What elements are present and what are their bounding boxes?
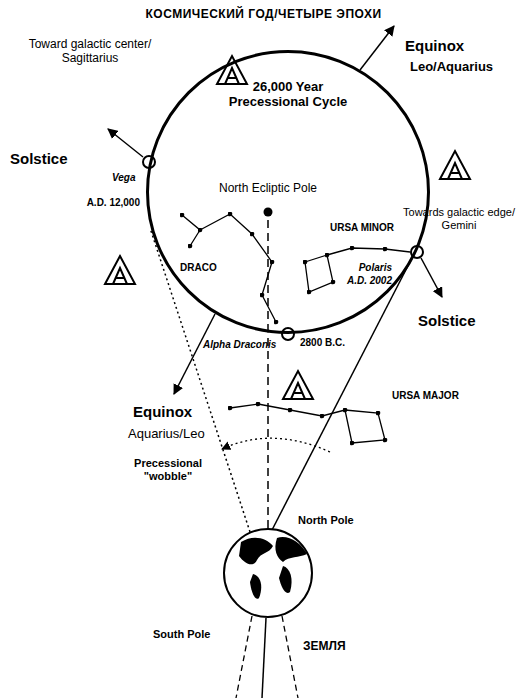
pyramid-icon <box>105 256 135 284</box>
direction-label: Toward galactic center/ Sagittarius <box>15 38 165 66</box>
star-name: Vega <box>112 172 136 184</box>
date-label: A.D. 2002 <box>330 275 392 287</box>
earth-globe: North PoleSouth PoleЗЕМЛЯ <box>223 528 313 618</box>
pyramid-icon <box>283 371 313 399</box>
cone-line <box>236 616 252 698</box>
ursa-major-constellation <box>230 404 345 416</box>
pyramid-icon <box>440 151 470 179</box>
solstice-label: Solstice <box>10 150 68 167</box>
pyramid-icon <box>105 256 135 284</box>
direction-label: Towards galactic edge/ Gemini <box>396 206 522 231</box>
cone-line <box>150 228 250 532</box>
ursa-minor-constellation <box>305 255 333 292</box>
pyramid-icon <box>283 371 313 399</box>
continent-shape <box>239 538 273 565</box>
continent-shape <box>250 574 261 599</box>
equinox-arrow <box>360 26 394 70</box>
star-name: Polaris <box>330 262 392 274</box>
globe-fill <box>224 529 312 617</box>
age-label: Leo/Aquarius <box>410 60 493 75</box>
pyramid-icon <box>440 151 470 179</box>
star-name: Alpha Draconis <box>203 339 276 351</box>
constellation-name: URSA MINOR <box>330 222 394 234</box>
solstice-arrow <box>421 258 442 297</box>
ecliptic-pole-dot <box>264 208 273 217</box>
wobble-arc <box>222 438 330 452</box>
solstice-arrow <box>108 129 143 157</box>
globe-outline <box>224 529 312 617</box>
constellation-name: URSA MAJOR <box>392 390 459 402</box>
earth-globe-outline <box>223 528 313 618</box>
pole-label: North Pole <box>298 514 354 527</box>
pole-label: North Ecliptic Pole <box>208 182 328 196</box>
age-label: Aquarius/Leo <box>128 427 205 442</box>
equinox-label: Equinox <box>133 403 192 420</box>
star-marker <box>282 328 294 340</box>
draco-constellation <box>182 215 200 246</box>
constellation-name: DRACO <box>180 262 217 274</box>
pole-label: South Pole <box>153 628 210 641</box>
diagram-title: КОСМИЧЕСКИЙ ГОД/ЧЕТЫРЕ ЭПОХИ <box>0 8 527 22</box>
cycle-outline <box>148 52 429 333</box>
date-label: 2800 B.C. <box>300 337 345 349</box>
continent-shape <box>279 566 292 593</box>
cone-line <box>272 256 413 530</box>
continent-shape <box>275 537 307 562</box>
cone-line <box>282 616 298 698</box>
ursa-minor-constellation <box>327 248 410 255</box>
equinox-label: Equinox <box>405 37 464 54</box>
cycle-title: 26,000 Year Precessional Cycle <box>213 80 363 110</box>
solstice-label: Solstice <box>418 312 476 329</box>
axis-connector <box>267 333 269 528</box>
date-label: A.D. 12,000 <box>68 197 140 209</box>
axis-line <box>262 618 266 698</box>
wobble-label: Precessional "wobble" <box>118 457 218 482</box>
ursa-major-constellation <box>345 410 385 443</box>
earth-label: ЗЕМЛЯ <box>303 640 346 654</box>
equinox-arrow <box>174 314 215 394</box>
